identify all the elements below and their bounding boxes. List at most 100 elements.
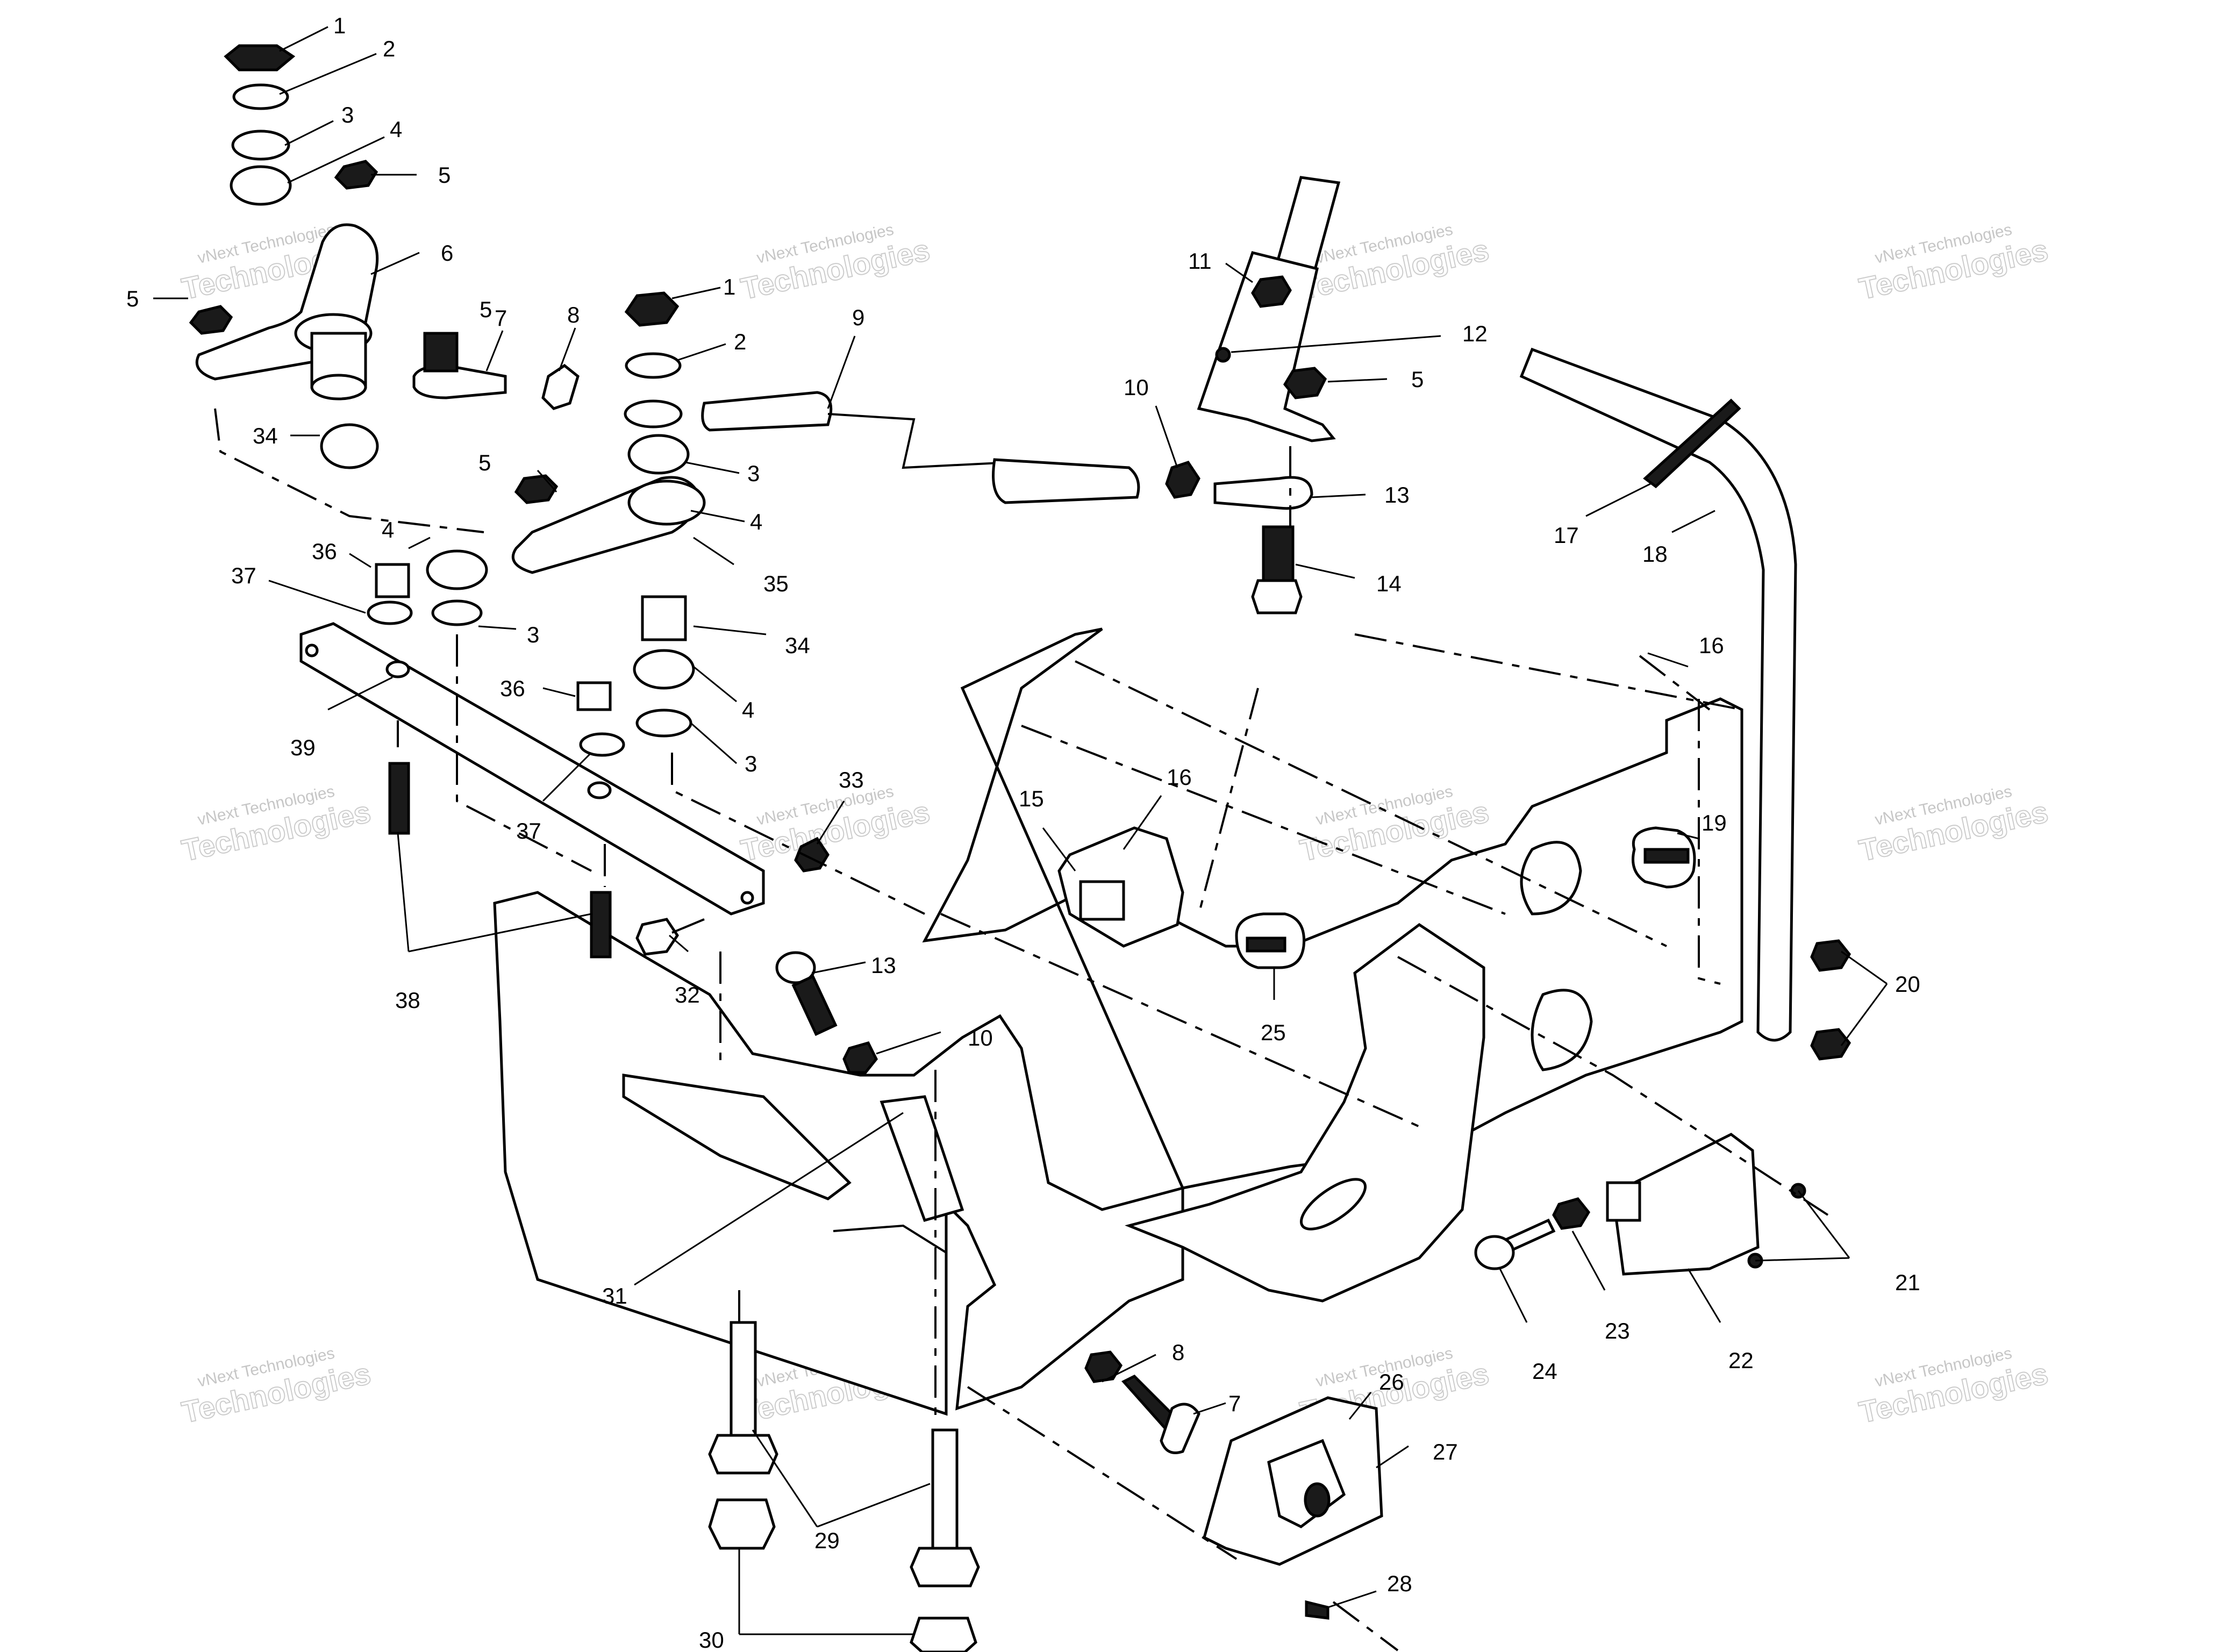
centerline <box>1075 660 1667 947</box>
callout-label: 32 <box>675 982 700 1007</box>
callout-label: 3 <box>745 751 757 776</box>
leader-line <box>542 752 592 802</box>
bolt-head <box>1474 1235 1515 1270</box>
callout-label: 6 <box>441 240 453 266</box>
column-bracket <box>1197 251 1336 442</box>
callout-label: 26 <box>1379 1369 1404 1394</box>
leader-line <box>1840 983 1888 1046</box>
washer <box>625 352 682 379</box>
leader-line <box>634 1112 904 1286</box>
hex-nut <box>224 44 296 71</box>
tie-rod-assembly <box>412 332 1313 614</box>
centerline <box>1021 725 1506 915</box>
tie-rod-tube <box>701 391 833 432</box>
leader-line <box>370 252 420 275</box>
hex-nut <box>514 474 559 504</box>
small-screw <box>1215 347 1231 363</box>
callout-label: 14 <box>1376 571 1402 596</box>
leader-line <box>1687 1268 1721 1323</box>
leader-line <box>669 934 689 953</box>
chassis-frame <box>493 627 1743 1560</box>
washer <box>431 599 483 626</box>
bolt <box>1643 848 1690 864</box>
callout-label: 34 <box>253 423 278 448</box>
callout-label: 27 <box>1433 1439 1458 1464</box>
steering-bar <box>1519 347 1797 1042</box>
bushing <box>641 595 687 641</box>
leader-line <box>478 625 517 630</box>
centerline <box>940 913 1425 1130</box>
leader-line <box>876 1031 941 1055</box>
handle-bar <box>1519 347 1797 1042</box>
alignment-line <box>1698 699 1721 985</box>
washer <box>579 732 625 757</box>
nut <box>1810 939 1852 972</box>
tie-rod-link <box>827 413 1011 469</box>
flange-nut <box>708 1498 776 1550</box>
washer <box>367 600 413 625</box>
nut <box>1810 1028 1852 1061</box>
callout-label: 5 <box>1411 367 1424 392</box>
leader-line <box>1647 652 1689 668</box>
leader-line <box>287 136 385 184</box>
callout-label: 11 <box>1188 248 1212 274</box>
steering-column <box>1197 176 1341 442</box>
callout-label: 34 <box>785 633 810 658</box>
leader-line <box>485 330 504 371</box>
left-bellcrank-stack <box>189 44 488 626</box>
callout-label: 12 <box>1462 321 1488 346</box>
long-bolt <box>931 1428 959 1550</box>
callout-label: 10 <box>1124 375 1149 400</box>
callout-label: 18 <box>1642 541 1668 567</box>
callout-label: 3 <box>341 102 354 127</box>
bolt-hole <box>587 781 612 799</box>
callout-label: 25 <box>1261 1020 1286 1045</box>
callout-label: 2 <box>383 36 395 61</box>
callout-label: 28 <box>1387 1571 1412 1596</box>
leader-line <box>268 580 366 614</box>
leader-line <box>327 676 393 711</box>
leader-line <box>349 553 371 568</box>
center-pivot-stack <box>511 291 706 757</box>
alignment-lines <box>214 408 1829 1651</box>
callout-label: 5 <box>480 297 492 322</box>
bolt-shank <box>671 918 705 934</box>
side-cutout <box>1520 841 1582 916</box>
callout-label: 37 <box>516 818 541 843</box>
leader-line <box>1042 827 1076 871</box>
washer <box>624 399 683 428</box>
bolt <box>1246 936 1286 953</box>
callout-label: 16 <box>1167 764 1192 790</box>
callout-label: 4 <box>390 117 402 142</box>
rod-end-eye <box>1160 1403 1200 1454</box>
bolt-head <box>708 1434 778 1475</box>
watermark: vNext Technologies Technologies <box>1297 783 1492 868</box>
leader-line <box>1327 1590 1377 1608</box>
leader-line <box>827 335 856 409</box>
callout-label: 8 <box>567 302 580 327</box>
leader-line <box>1225 262 1253 283</box>
watermark: vNext Technologies Technologies <box>738 221 933 306</box>
hex-nut <box>1283 367 1327 399</box>
bolt-hole <box>740 891 754 905</box>
leader-line <box>1348 1392 1372 1420</box>
rod-end-thread <box>791 974 838 1036</box>
callout-label: 4 <box>742 697 754 723</box>
watermark: vNext Technologies Technologies <box>1856 783 2051 868</box>
leader-line <box>1797 1190 1850 1258</box>
leader-line <box>1585 483 1651 517</box>
tie-rod-tube <box>992 458 1140 504</box>
center-bracket <box>1057 826 1852 1061</box>
bolt-head <box>910 1547 980 1587</box>
alignment-line <box>1397 956 1829 1216</box>
hex-nut <box>624 291 680 327</box>
handle-strap <box>1643 398 1741 489</box>
mounting-plate <box>1611 1133 1760 1276</box>
bolt-head <box>635 918 680 956</box>
callout-label: 1 <box>333 13 346 38</box>
alignment-line <box>1198 688 1259 914</box>
small-screw <box>1305 1600 1329 1620</box>
leader-line <box>693 666 737 703</box>
boss-end <box>310 374 367 401</box>
